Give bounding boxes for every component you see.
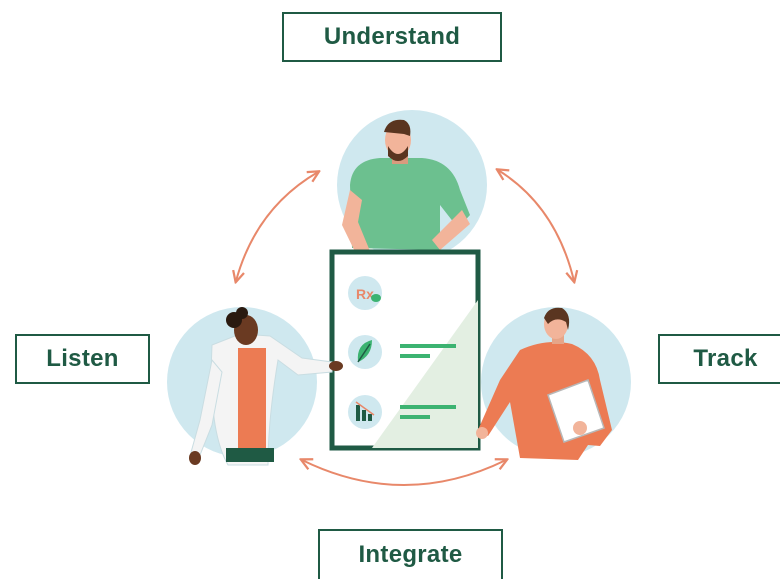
- arrow-listen-track-bottom: [302, 460, 506, 486]
- person-understand: [342, 119, 470, 262]
- clipboard: Rx: [329, 249, 481, 451]
- person-listen: [189, 307, 343, 466]
- text-line: [400, 354, 430, 358]
- track-label: Track: [658, 334, 780, 384]
- text-line: [400, 405, 456, 409]
- bar-chart-icon: [348, 395, 382, 429]
- listen-label: Listen: [15, 334, 150, 384]
- leaf-icon: [348, 335, 382, 369]
- understand-label: Understand: [282, 12, 502, 62]
- integrate-label: Integrate: [318, 529, 503, 579]
- rx-icon: Rx: [348, 276, 382, 310]
- person-track: [476, 307, 612, 460]
- arrow-understand-track: [498, 170, 574, 281]
- text-line: [400, 415, 430, 419]
- text-line: [400, 344, 456, 348]
- arrow-listen-understand: [236, 172, 318, 281]
- rx-icon-label: Rx: [356, 286, 374, 302]
